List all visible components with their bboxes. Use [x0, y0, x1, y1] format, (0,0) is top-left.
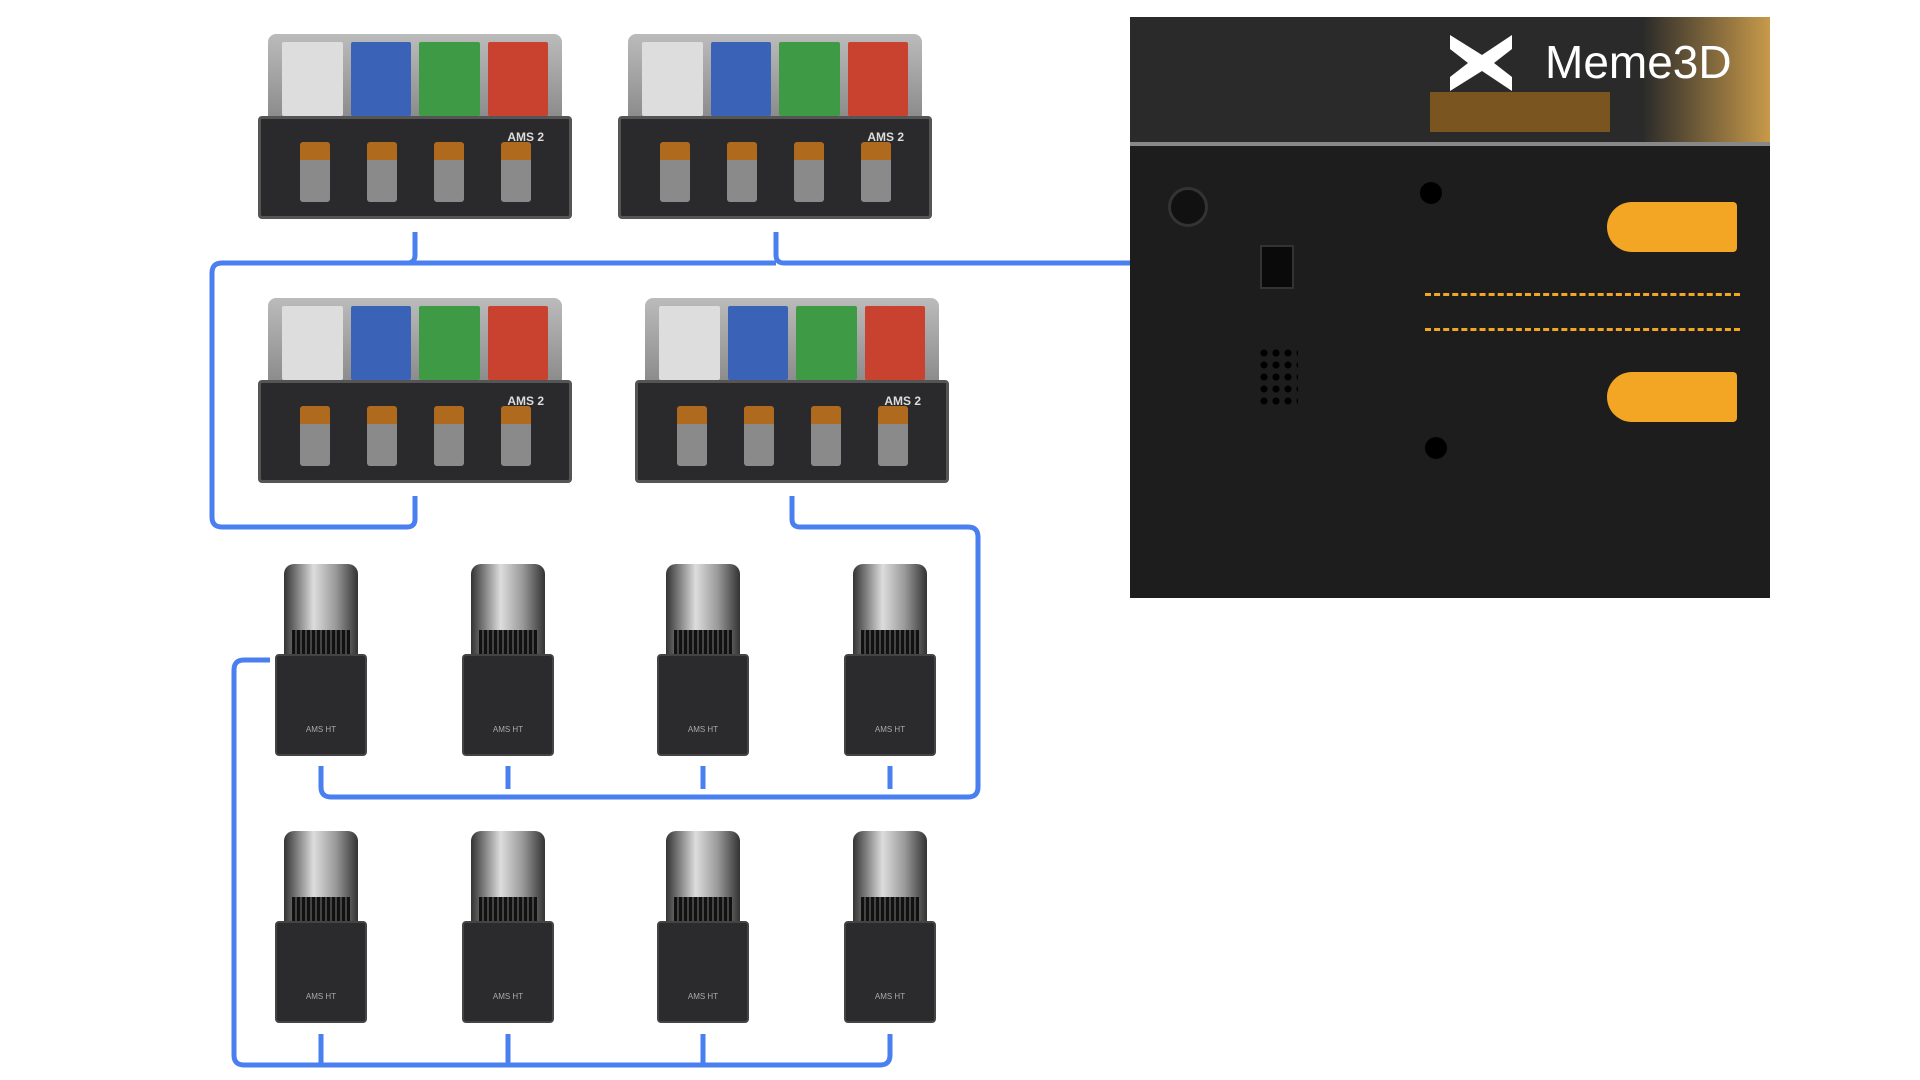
ams-unit: AMS 2 — [258, 34, 572, 219]
ams-ht-label: AMS HT — [874, 992, 906, 1001]
ams-label: AMS 2 — [884, 394, 921, 408]
ams-ht-unit: AMS HT — [275, 831, 367, 1023]
ams-ht-label: AMS HT — [492, 725, 524, 734]
printer-back-photo: Meme3D — [1130, 17, 1770, 598]
ams-ht-label: AMS HT — [305, 725, 337, 734]
ams-ht-unit: AMS HT — [657, 564, 749, 756]
ams-ht-label: AMS HT — [492, 992, 524, 1001]
ams-ht-label: AMS HT — [687, 992, 719, 1001]
ams-unit: AMS 2 — [258, 298, 572, 483]
ams-ht-unit: AMS HT — [275, 564, 367, 756]
ams-ht-unit: AMS HT — [844, 831, 936, 1023]
ams-label: AMS 2 — [507, 394, 544, 408]
ams-unit: AMS 2 — [618, 34, 932, 219]
ams-ht-unit: AMS HT — [462, 564, 554, 756]
ams-unit: AMS 2 — [635, 298, 949, 483]
ams-ht-label: AMS HT — [874, 725, 906, 734]
ams-ht-unit: AMS HT — [462, 831, 554, 1023]
logo-icon — [1450, 35, 1520, 96]
ams-ht-unit: AMS HT — [844, 564, 936, 756]
latch-icon — [1607, 372, 1737, 422]
ams-ht-label: AMS HT — [305, 992, 337, 1001]
ams-label: AMS 2 — [867, 130, 904, 144]
ams-label: AMS 2 — [507, 130, 544, 144]
ams-ht-label: AMS HT — [687, 725, 719, 734]
brand-name: Meme3D — [1545, 36, 1732, 88]
ams-ht-unit: AMS HT — [657, 831, 749, 1023]
connector-port-icon — [1260, 245, 1294, 289]
latch-icon — [1607, 202, 1737, 252]
